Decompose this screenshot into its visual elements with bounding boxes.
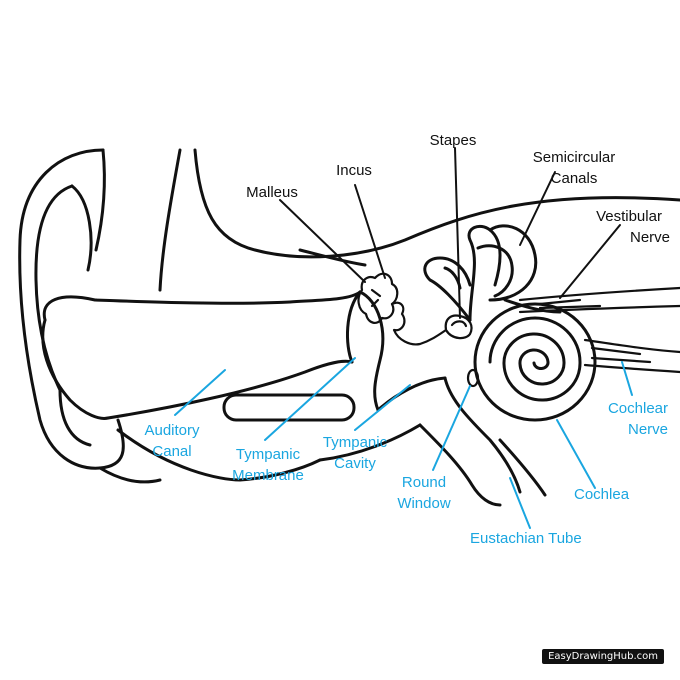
label-vestibular-nerve: Vestibular Nerve <box>588 206 670 248</box>
label-cochlear-nerve: Cochlear Nerve <box>588 398 668 440</box>
leader-tympanic-membrane <box>264 357 356 441</box>
label-auditory-line1: Auditory <box>144 422 200 439</box>
label-tympanic-membrane-line1: Tympanic <box>235 446 301 463</box>
leader-incus <box>354 184 386 279</box>
label-tympanic-membrane: Tympanic Membrane <box>222 444 314 486</box>
label-cochlea: Cochlea <box>574 486 630 503</box>
leader-eustachian <box>509 477 531 529</box>
leader-semicircular <box>519 171 556 246</box>
label-tympanic-membrane-line2: Membrane <box>232 467 304 484</box>
vestibular-nerve-fibers <box>518 286 680 314</box>
label-auditory-canal: Auditory Canal <box>132 420 212 462</box>
leader-cochlea <box>556 419 596 489</box>
label-tympanic-cavity-line2: Cavity <box>334 455 376 472</box>
leader-cochlear-nerve <box>621 361 633 396</box>
label-semicircular-canals: Semicircular Canals <box>522 147 626 189</box>
outer-ear <box>18 148 125 470</box>
petrous-lower <box>418 376 547 507</box>
label-auditory-line2: Canal <box>152 443 192 460</box>
label-eustachian-tube: Eustachian Tube <box>470 530 582 547</box>
stapes-shape <box>444 314 473 340</box>
label-malleus: Malleus <box>246 184 298 201</box>
cochlea-spiral <box>473 302 597 422</box>
watermark-badge: EasyDrawingHub.com <box>542 649 664 664</box>
label-tympanic-cavity: Tympanic Cavity <box>314 432 396 474</box>
label-round-window-line1: Round <box>401 474 447 491</box>
leader-tympanic-cavity <box>354 384 411 431</box>
leader-malleus <box>279 199 366 283</box>
leader-vestibular <box>559 224 621 299</box>
semicircular-canals <box>423 224 562 322</box>
label-round-window-line2: Window <box>397 495 451 512</box>
label-tympanic-cavity-line1: Tympanic <box>322 434 388 451</box>
skull-outline <box>158 148 680 292</box>
label-round-window: Round Window <box>386 472 462 514</box>
eustachian-bar <box>222 393 356 422</box>
label-semicircular-line1: Semicircular <box>532 149 616 166</box>
auditory-canal <box>41 290 362 484</box>
incus-shape <box>390 301 448 346</box>
round-window-shape <box>466 368 480 388</box>
label-vestibular-line1: Vestibular <box>596 208 662 225</box>
label-incus: Incus <box>336 162 372 179</box>
cochlear-nerve-fibers <box>583 338 680 374</box>
label-stapes: Stapes <box>429 132 477 149</box>
leader-stapes <box>454 147 461 319</box>
label-vestibular-line2: Nerve <box>629 229 670 246</box>
label-cochlear-nerve-line2: Nerve <box>627 421 668 438</box>
label-cochlear-nerve-line1: Cochlear <box>607 400 668 417</box>
label-semicircular-line2: Canals <box>550 170 598 187</box>
leader-round-window <box>432 385 471 471</box>
leader-auditory <box>174 369 226 416</box>
